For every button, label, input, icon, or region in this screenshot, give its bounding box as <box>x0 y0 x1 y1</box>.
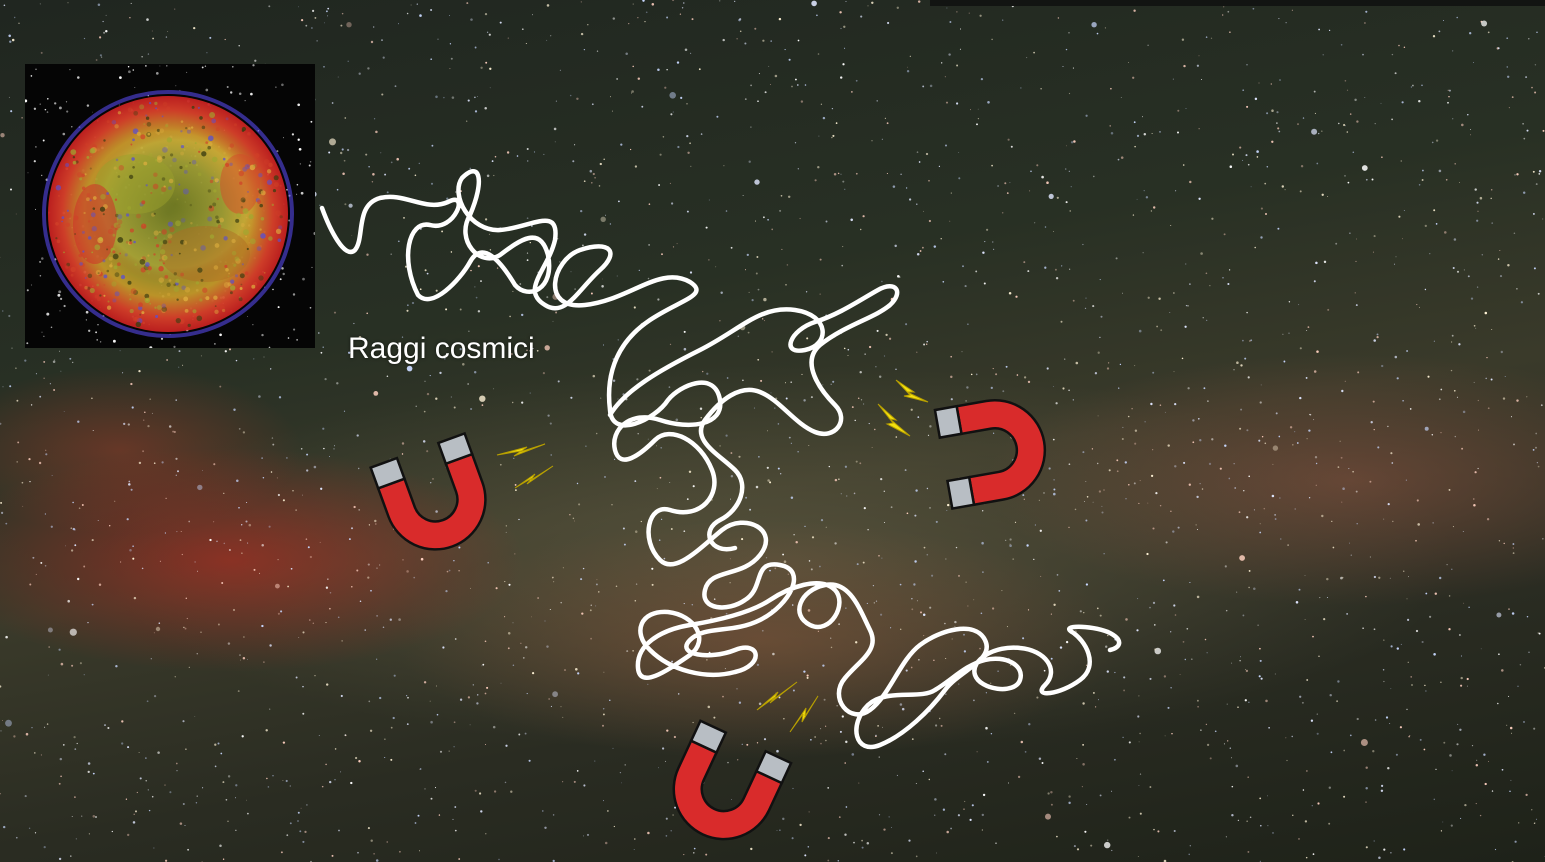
magnet-icon <box>933 399 1047 510</box>
cosmic-ray-trajectory-branch <box>607 284 900 552</box>
supernova-remnant-drawing <box>24 64 317 350</box>
lightning-bolt-icon <box>789 695 819 733</box>
magnet-icon <box>369 431 487 551</box>
lightning-bolt-icon <box>895 379 929 403</box>
lightning-bolt-icon <box>877 403 911 437</box>
lightning-bolt-icon <box>496 443 546 457</box>
supernova-remnant-image <box>24 64 317 350</box>
top-edge-strip <box>930 0 1545 6</box>
cosmic-ray-trajectory <box>319 169 1122 750</box>
lightning-bolt-icon <box>514 465 554 489</box>
magnet-icon <box>672 719 793 841</box>
lightning-bolt-icon <box>756 681 798 711</box>
cosmic-rays-caption: Raggi cosmici <box>348 332 535 365</box>
